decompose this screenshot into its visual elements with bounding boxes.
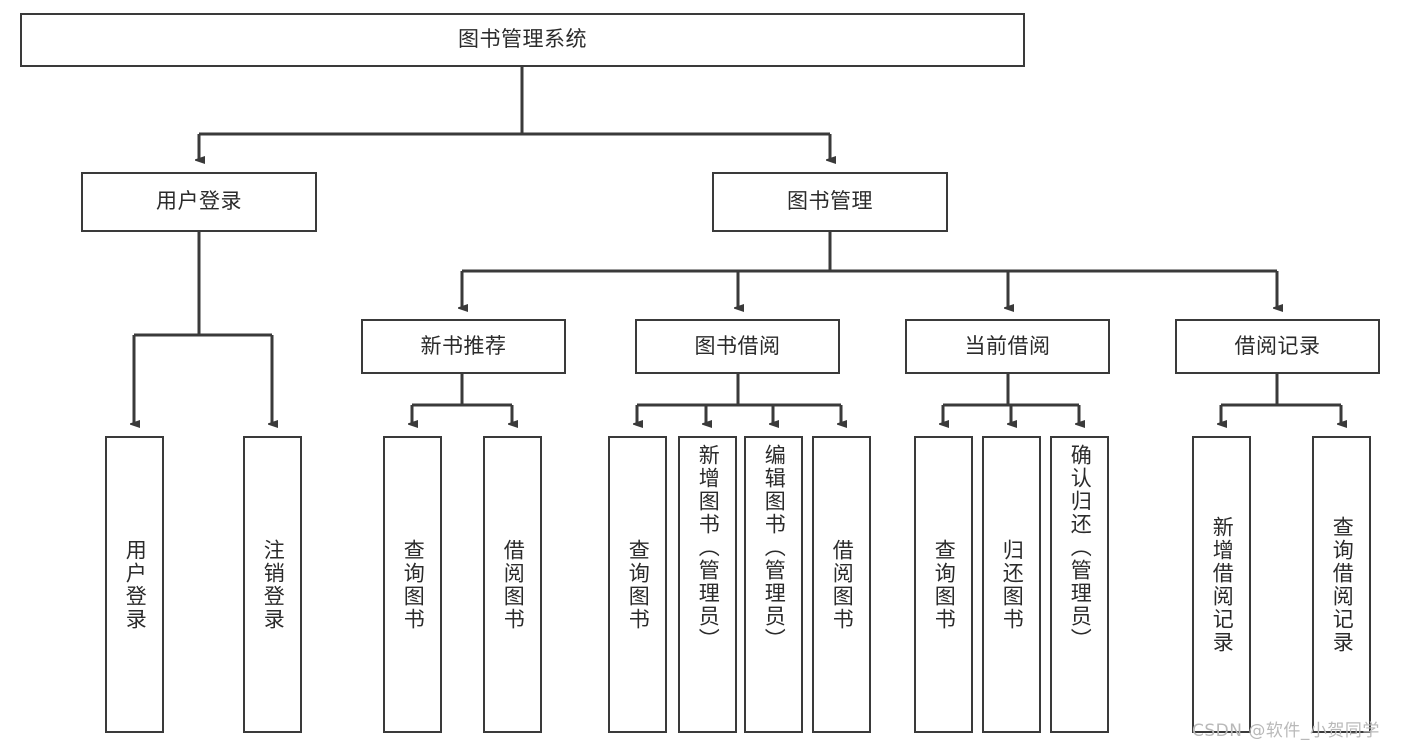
node-current-borrow-label: 当前借阅 (964, 333, 1051, 358)
leaf-current-return-book-label: 归还图书 (1000, 538, 1025, 631)
leaf-user-login-logout[interactable]: 注销登录 (243, 436, 302, 733)
leaf-borrow-query-book-label: 查询图书 (626, 538, 651, 631)
node-user-login[interactable]: 用户登录 (81, 172, 317, 232)
leaf-borrow-edit-book-label: 编辑图书（管理员） (762, 444, 787, 651)
node-borrow-record[interactable]: 借阅记录 (1175, 319, 1380, 374)
leaf-borrow-edit-book[interactable]: 编辑图书（管理员） (744, 436, 803, 733)
leaf-current-query-book-label: 查询图书 (932, 538, 957, 631)
leaf-recommend-borrow-book-label: 借阅图书 (501, 538, 526, 631)
node-book-borrow-label: 图书借阅 (694, 333, 781, 358)
leaf-record-add-record[interactable]: 新增借阅记录 (1192, 436, 1251, 733)
leaf-user-login-login[interactable]: 用户登录 (105, 436, 164, 733)
node-book-borrow[interactable]: 图书借阅 (635, 319, 840, 374)
leaf-user-login-login-label: 用户登录 (123, 538, 148, 631)
leaf-borrow-query-book[interactable]: 查询图书 (608, 436, 667, 733)
node-book-management-label: 图书管理 (787, 189, 873, 214)
node-user-login-label: 用户登录 (156, 189, 242, 214)
leaf-borrow-borrow-book-label: 借阅图书 (830, 538, 855, 631)
leaf-record-add-record-label: 新增借阅记录 (1210, 515, 1235, 654)
node-book-management[interactable]: 图书管理 (712, 172, 948, 232)
leaf-recommend-query-book[interactable]: 查询图书 (383, 436, 442, 733)
leaf-current-query-book[interactable]: 查询图书 (914, 436, 973, 733)
node-current-borrow[interactable]: 当前借阅 (905, 319, 1110, 374)
leaf-user-login-logout-label: 注销登录 (261, 538, 286, 631)
node-root-system[interactable]: 图书管理系统 (20, 13, 1025, 67)
leaf-record-query-record[interactable]: 查询借阅记录 (1312, 436, 1371, 733)
leaf-recommend-query-book-label: 查询图书 (401, 538, 426, 631)
node-new-book-recommend[interactable]: 新书推荐 (361, 319, 566, 374)
leaf-borrow-add-book[interactable]: 新增图书（管理员） (678, 436, 737, 733)
csdn-watermark: CSDN @软件_小贺同学 (1192, 721, 1380, 741)
node-root-system-label: 图书管理系统 (458, 27, 587, 52)
leaf-borrow-borrow-book[interactable]: 借阅图书 (812, 436, 871, 733)
node-new-book-recommend-label: 新书推荐 (420, 333, 507, 358)
leaf-current-confirm-return-label: 确认归还（管理员） (1068, 444, 1093, 651)
node-borrow-record-label: 借阅记录 (1234, 333, 1321, 358)
leaf-current-return-book[interactable]: 归还图书 (982, 436, 1041, 733)
leaf-borrow-add-book-label: 新增图书（管理员） (696, 444, 721, 651)
leaf-recommend-borrow-book[interactable]: 借阅图书 (483, 436, 542, 733)
leaf-current-confirm-return[interactable]: 确认归还（管理员） (1050, 436, 1109, 733)
leaf-record-query-record-label: 查询借阅记录 (1330, 515, 1355, 654)
